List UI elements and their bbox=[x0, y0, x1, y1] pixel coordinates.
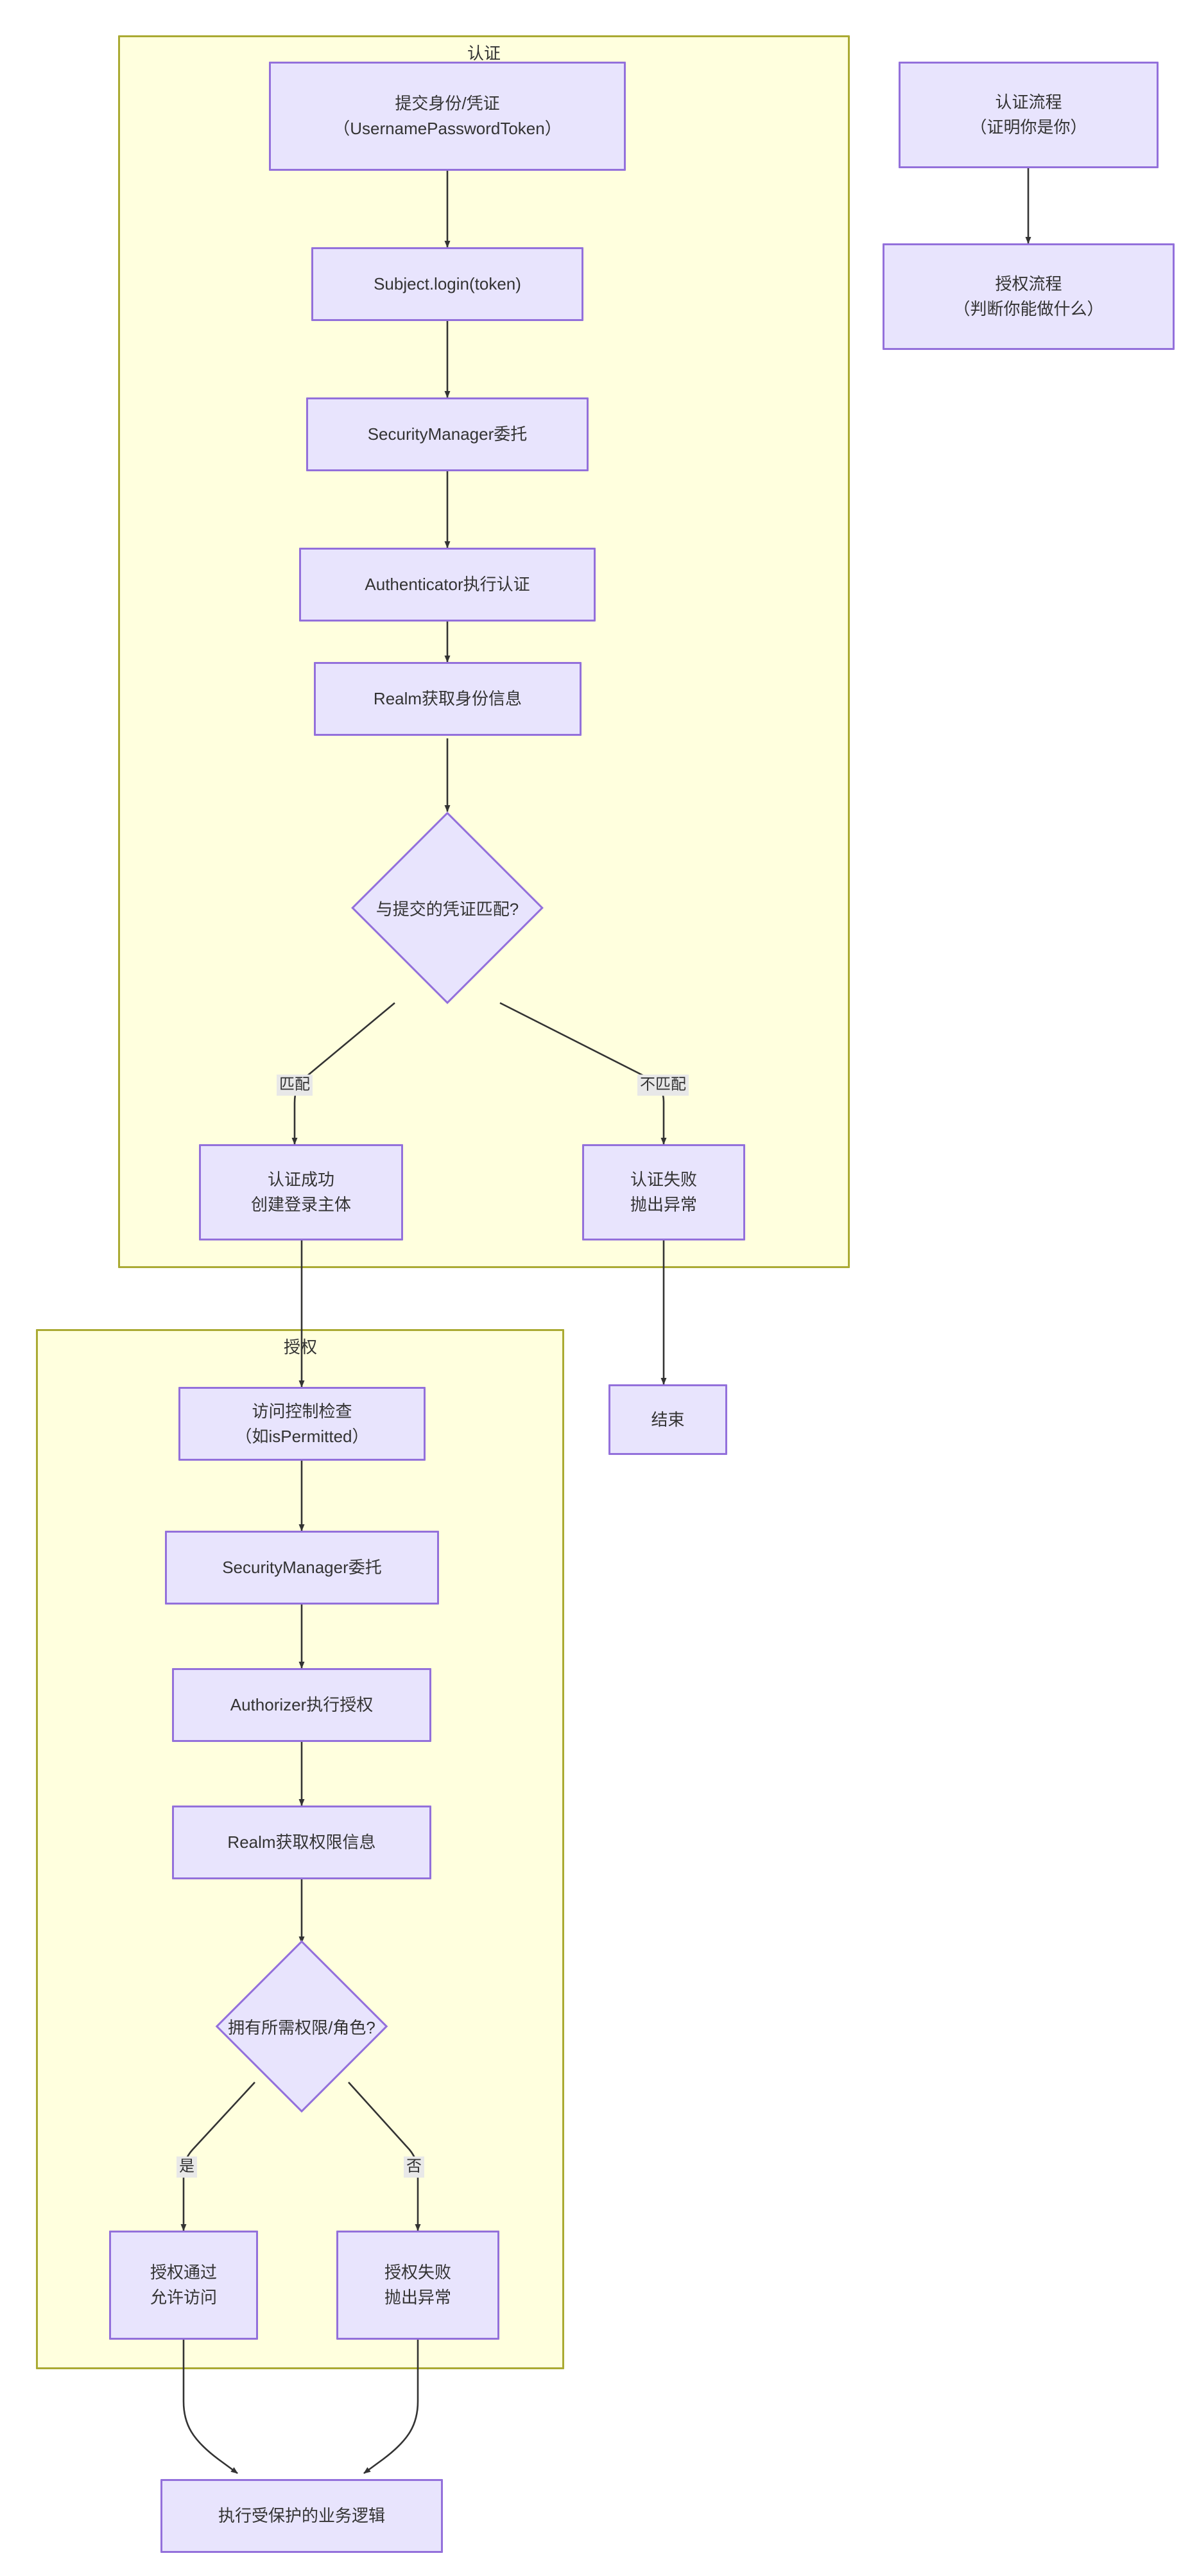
node-legend-authorization-line2: （判断你能做什么） bbox=[953, 299, 1104, 318]
node-access-control-check[interactable]: 访问控制检查 （如isPermitted） bbox=[178, 1387, 426, 1461]
node-authorization-failure-line2: 抛出异常 bbox=[384, 2288, 451, 2307]
edge-label-match: 匹配 bbox=[277, 1074, 313, 1096]
node-authorizer-execute-label: Authorizer执行授权 bbox=[230, 1695, 374, 1714]
node-auth-failure[interactable]: 认证失败 抛出异常 bbox=[582, 1144, 745, 1240]
node-securitymanager-delegate-authz-label: SecurityManager委托 bbox=[222, 1558, 382, 1577]
node-authenticator-execute[interactable]: Authenticator执行认证 bbox=[299, 548, 596, 622]
node-business-logic-label: 执行受保护的业务逻辑 bbox=[218, 2506, 385, 2525]
decision-has-permission-label: 拥有所需权限/角色? bbox=[228, 2017, 375, 2037]
node-business-logic[interactable]: 执行受保护的业务逻辑 bbox=[160, 2479, 443, 2553]
node-access-control-check-line1: 访问控制检查 bbox=[252, 1401, 352, 1421]
node-auth-success-line2: 创建登录主体 bbox=[250, 1195, 351, 1214]
node-auth-success[interactable]: 认证成功 创建登录主体 bbox=[199, 1144, 403, 1240]
node-realm-fetch-identity-label: Realm获取身份信息 bbox=[373, 689, 522, 708]
node-realm-fetch-permissions-label: Realm获取权限信息 bbox=[227, 1832, 376, 1852]
node-authorization-pass-line2: 允许访问 bbox=[150, 2288, 217, 2307]
edge-label-no: 否 bbox=[404, 2156, 424, 2178]
decision-credentials-match[interactable]: 与提交的凭证匹配? bbox=[319, 812, 576, 1004]
node-end-label: 结束 bbox=[651, 1409, 685, 1429]
node-realm-fetch-permissions[interactable]: Realm获取权限信息 bbox=[172, 1806, 431, 1879]
cluster-authorization-label: 授权 bbox=[283, 1337, 318, 1357]
node-authorization-pass-line1: 授权通过 bbox=[150, 2263, 217, 2282]
node-authorization-failure[interactable]: 授权失败 抛出异常 bbox=[336, 2231, 499, 2340]
node-securitymanager-delegate-authz[interactable]: SecurityManager委托 bbox=[165, 1531, 439, 1605]
node-authorization-failure-line1: 授权失败 bbox=[384, 2263, 451, 2282]
node-legend-authentication-line2: （证明你是你） bbox=[970, 117, 1087, 137]
node-auth-failure-line2: 抛出异常 bbox=[630, 1195, 697, 1214]
node-end[interactable]: 结束 bbox=[608, 1384, 727, 1455]
node-legend-authorization[interactable]: 授权流程 （判断你能做什么） bbox=[883, 243, 1175, 350]
node-legend-authentication-line1: 认证流程 bbox=[995, 92, 1062, 112]
node-authorizer-execute[interactable]: Authorizer执行授权 bbox=[172, 1668, 431, 1742]
node-authenticator-execute-label: Authenticator执行认证 bbox=[365, 575, 530, 594]
node-submit-credentials-line1: 提交身份/凭证 bbox=[395, 94, 500, 113]
node-subject-login-label: Subject.login(token) bbox=[374, 274, 521, 293]
edge-label-no-match: 不匹配 bbox=[637, 1074, 689, 1096]
cluster-authentication-label: 认证 bbox=[467, 44, 501, 63]
node-authorization-pass[interactable]: 授权通过 允许访问 bbox=[109, 2231, 258, 2340]
node-securitymanager-delegate-auth-label: SecurityManager委托 bbox=[367, 424, 528, 444]
decision-credentials-match-label: 与提交的凭证匹配? bbox=[375, 899, 519, 919]
node-auth-failure-line1: 认证失败 bbox=[630, 1170, 697, 1189]
edge-label-yes: 是 bbox=[177, 2156, 197, 2178]
node-submit-credentials-line2: （UsernamePasswordToken） bbox=[333, 119, 562, 138]
node-legend-authorization-line1: 授权流程 bbox=[995, 274, 1062, 293]
node-securitymanager-delegate-auth[interactable]: SecurityManager委托 bbox=[306, 397, 589, 471]
node-realm-fetch-identity[interactable]: Realm获取身份信息 bbox=[314, 662, 582, 736]
node-access-control-check-line2: （如isPermitted） bbox=[235, 1426, 369, 1446]
node-submit-credentials[interactable]: 提交身份/凭证 （UsernamePasswordToken） bbox=[269, 62, 626, 171]
cluster-authentication bbox=[118, 35, 850, 1268]
node-subject-login[interactable]: Subject.login(token) bbox=[311, 247, 583, 321]
decision-has-permission[interactable]: 拥有所需权限/角色? bbox=[180, 1940, 424, 2113]
node-legend-authentication[interactable]: 认证流程 （证明你是你） bbox=[899, 62, 1159, 168]
node-auth-success-line1: 认证成功 bbox=[267, 1170, 334, 1189]
